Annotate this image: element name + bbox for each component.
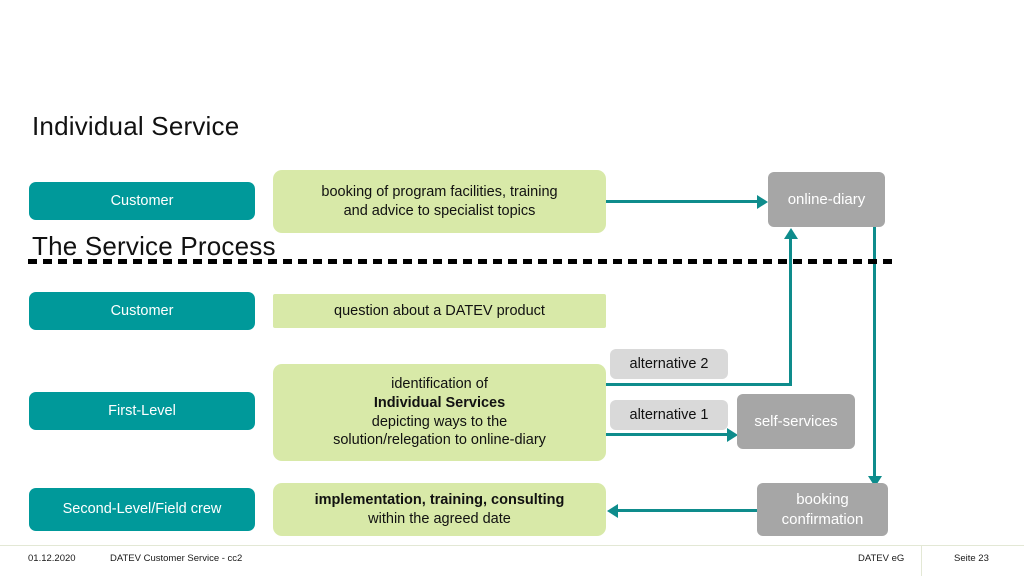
arrowhead-to-implementation xyxy=(607,503,618,518)
footer-divider xyxy=(0,545,1024,546)
node-label-line-2: and advice to specialist topics xyxy=(343,202,536,219)
node-online-diary[interactable]: online-diary xyxy=(768,172,885,227)
node-customer-row1[interactable]: Customer xyxy=(29,182,255,220)
chip-label: alternative 2 xyxy=(629,355,709,372)
node-label-line-1: implementation, training, consulting xyxy=(314,491,565,508)
node-label-line-2: within the agreed date xyxy=(368,510,511,527)
node-label: Customer xyxy=(110,192,174,209)
node-booking-action[interactable]: booking of program facilities, training … xyxy=(273,170,606,233)
node-first-level[interactable]: First-Level xyxy=(29,392,255,430)
footer-company: DATEV eG xyxy=(858,553,905,564)
arrowhead-to-online-diary xyxy=(757,194,768,209)
node-identification-action[interactable]: identification of Individual Services de… xyxy=(273,364,606,461)
node-label: Customer xyxy=(110,302,174,319)
chip-alternative-1[interactable]: alternative 1 xyxy=(610,400,728,430)
node-question-action[interactable]: question about a DATEV product xyxy=(273,294,606,328)
chip-label: alternative 1 xyxy=(629,406,709,423)
arrowhead-to-online-diary-bottom xyxy=(783,228,798,239)
node-label-line-1: booking xyxy=(796,491,849,509)
connector-booking-confirmation-to-implementation xyxy=(618,509,758,512)
arrowhead-to-booking-confirmation xyxy=(867,476,882,487)
connector-alternative1-path xyxy=(606,433,728,436)
section-divider xyxy=(28,259,894,264)
node-label-line-4: solution/relegation to online-diary xyxy=(333,432,546,449)
footer-department: DATEV Customer Service - cc2 xyxy=(110,553,243,564)
connector-alternative2-path xyxy=(606,383,792,386)
connector-alternative2-to-online-diary xyxy=(789,238,792,385)
node-label: Second-Level/Field crew xyxy=(62,501,222,518)
connector-online-diary-to-booking-confirmation xyxy=(873,227,876,479)
node-label-line-3: depicting ways to the xyxy=(371,413,508,430)
connector-booking-to-online-diary xyxy=(606,200,758,203)
node-label: self-services xyxy=(754,412,838,430)
footer-page-number: Seite 23 xyxy=(954,553,989,564)
node-label-line-2: confirmation xyxy=(781,510,864,528)
node-second-level-field-crew[interactable]: Second-Level/Field crew xyxy=(29,488,255,531)
page-title: Individual Service The Service Process xyxy=(32,26,276,346)
page-title-line-1: Individual Service xyxy=(32,111,240,141)
chip-alternative-2[interactable]: alternative 2 xyxy=(610,349,728,379)
node-label-line-2: Individual Services xyxy=(373,394,506,411)
node-label: online-diary xyxy=(787,190,866,208)
node-label-line-1: booking of program facilities, training xyxy=(321,183,558,200)
node-label-line-1: identification of xyxy=(391,376,488,393)
arrowhead-to-self-services xyxy=(727,427,738,442)
node-label: First-Level xyxy=(108,402,176,419)
footer-date: 01.12.2020 xyxy=(28,553,76,564)
footer-vertical-separator xyxy=(921,546,922,576)
node-booking-confirmation[interactable]: booking confirmation xyxy=(757,483,888,536)
node-label: question about a DATEV product xyxy=(334,302,545,319)
node-customer-row2[interactable]: Customer xyxy=(29,292,255,330)
page-title-line-2: The Service Process xyxy=(32,231,276,261)
node-implementation-action[interactable]: implementation, training, consulting wit… xyxy=(273,483,606,536)
node-self-services[interactable]: self-services xyxy=(737,394,855,449)
